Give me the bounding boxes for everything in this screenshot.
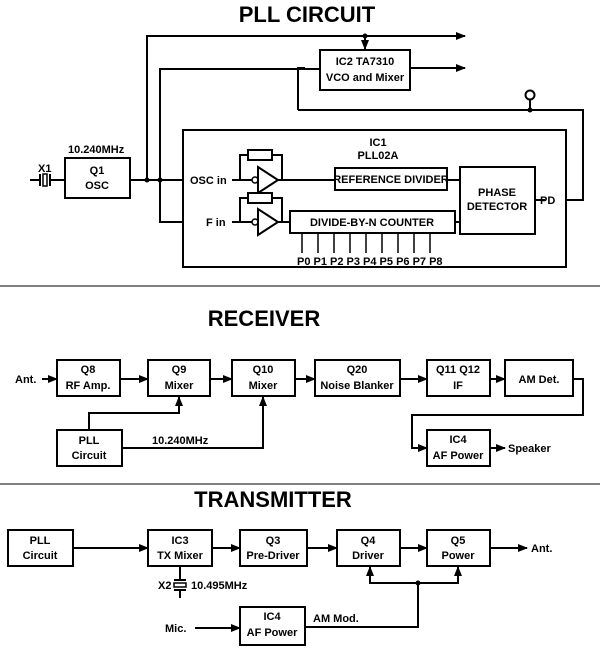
phase-detector-block: PHASE DETECTOR	[459, 166, 536, 235]
ic1-part: PLL02A	[358, 150, 399, 162]
q4-driver-block: Q4 Driver	[336, 529, 401, 567]
rx-ic4-func: AF Power	[433, 450, 484, 462]
q10-name: Q10	[253, 364, 274, 376]
am-mod-label: AM Mod.	[313, 613, 359, 625]
x1-label: X1	[38, 163, 51, 175]
q5-func: Power	[441, 550, 475, 562]
q9-func: Mixer	[165, 380, 194, 392]
tx-ic4-af-power-block: IC4 AF Power	[239, 606, 306, 646]
osc-in-label: OSC in	[190, 175, 227, 187]
ic2-name: IC2 TA7310	[336, 56, 395, 68]
q5-power-block: Q5 Power	[426, 529, 491, 567]
q1-osc-block: Q1 OSC	[64, 157, 131, 199]
f-in-label: F in	[206, 217, 226, 229]
if-func: IF	[453, 380, 463, 392]
phase-detector-line2: DETECTOR	[467, 201, 527, 213]
tx-ic4-func: AF Power	[247, 627, 298, 639]
divide-by-n-counter-block: DIVIDE-BY-N COUNTER	[289, 210, 456, 234]
ic3-func: TX Mixer	[157, 550, 204, 562]
q20-func: Noise Blanker	[320, 380, 394, 392]
receiver-section: RECEIVER Ant. Q8 RF Amp. Q9 Mixer Q10 Mi…	[15, 306, 584, 467]
tx-pll-line1: PLL	[30, 535, 51, 547]
ic3-tx-mixer-block: IC3 TX Mixer	[147, 529, 213, 567]
q8-name: Q8	[81, 364, 96, 376]
phase-detector-line1: PHASE	[478, 187, 516, 199]
tx-ant-label: Ant.	[531, 543, 552, 555]
rx-pll-freq-label: 10.240MHz	[152, 435, 209, 447]
am-det-block: AM Det.	[504, 359, 574, 397]
ic3-name: IC3	[171, 535, 188, 547]
q9-mixer-block: Q9 Mixer	[147, 359, 211, 397]
q11-q12-if-block: Q11 Q12 IF	[426, 359, 491, 397]
q10-mixer-block: Q10 Mixer	[231, 359, 296, 397]
pll-section: PLL CIRCUIT X1 10.240MHz Q1 OSC IC2 TA73…	[30, 2, 584, 268]
crystal-x2-icon	[173, 566, 187, 598]
q20-noise-blanker-block: Q20 Noise Blanker	[314, 359, 401, 397]
q4-name: Q4	[361, 535, 377, 547]
q20-name: Q20	[347, 364, 368, 376]
x2-freq-label: 10.495MHz	[191, 580, 248, 592]
q8-func: RF Amp.	[66, 380, 111, 392]
crystal-x1-icon	[30, 173, 65, 187]
x2-label: X2	[158, 580, 171, 592]
counter-pins-label: P0 P1 P2 P3 P4 P5 P6 P7 P8	[297, 256, 443, 268]
q3-name: Q3	[266, 535, 281, 547]
am-det-label: AM Det.	[519, 374, 560, 386]
tx-pll-line2: Circuit	[23, 550, 58, 562]
ic2-vco-mixer-block: IC2 TA7310 VCO and Mixer	[319, 49, 411, 91]
tx-pll-circuit-block: PLL Circuit	[7, 529, 74, 567]
q3-func: Pre-Driver	[246, 550, 300, 562]
q3-pre-driver-block: Q3 Pre-Driver	[239, 529, 308, 567]
q4-func: Driver	[352, 550, 385, 562]
q10-func: Mixer	[249, 380, 278, 392]
xtal-freq-label: 10.240MHz	[68, 144, 125, 156]
q1-name: Q1	[90, 165, 105, 177]
if-name: Q11 Q12	[436, 364, 480, 376]
rx-pll-line2: Circuit	[72, 450, 107, 462]
mic-label: Mic.	[165, 623, 186, 635]
transmitter-section: TRANSMITTER PLL Circuit IC3 TX Mixer Q3 …	[7, 487, 552, 646]
ic2-func: VCO and Mixer	[326, 72, 405, 84]
rx-pll-circuit-block: PLL Circuit	[56, 429, 123, 467]
rx-pll-line1: PLL	[79, 435, 100, 447]
pll-section-title: PLL CIRCUIT	[239, 2, 376, 27]
transmitter-section-title: TRANSMITTER	[194, 487, 352, 512]
rx-ant-label: Ant.	[15, 374, 36, 386]
speaker-label: Speaker	[508, 443, 552, 455]
q9-name: Q9	[172, 364, 187, 376]
tx-ic4-name: IC4	[263, 611, 281, 623]
q1-func: OSC	[85, 180, 109, 192]
rx-ic4-af-power-block: IC4 AF Power	[426, 429, 491, 467]
ref-divider-label: REFERENCE DIVIDER	[333, 174, 449, 186]
q5-name: Q5	[451, 535, 466, 547]
counter-label: DIVIDE-BY-N COUNTER	[310, 217, 434, 229]
f-amp-icon	[232, 192, 290, 237]
counter-pins	[301, 233, 431, 253]
rx-ic4-name: IC4	[449, 434, 467, 446]
pd-label: PD	[540, 195, 555, 207]
osc-amp-icon	[232, 149, 335, 195]
reference-divider-block: REFERENCE DIVIDER	[333, 167, 449, 191]
ic1-name: IC1	[369, 137, 386, 149]
receiver-section-title: RECEIVER	[208, 306, 321, 331]
ic1-pll-block: IC1 PLL02A OSC in F in	[182, 129, 567, 268]
q8-rf-amp-block: Q8 RF Amp.	[56, 359, 121, 397]
